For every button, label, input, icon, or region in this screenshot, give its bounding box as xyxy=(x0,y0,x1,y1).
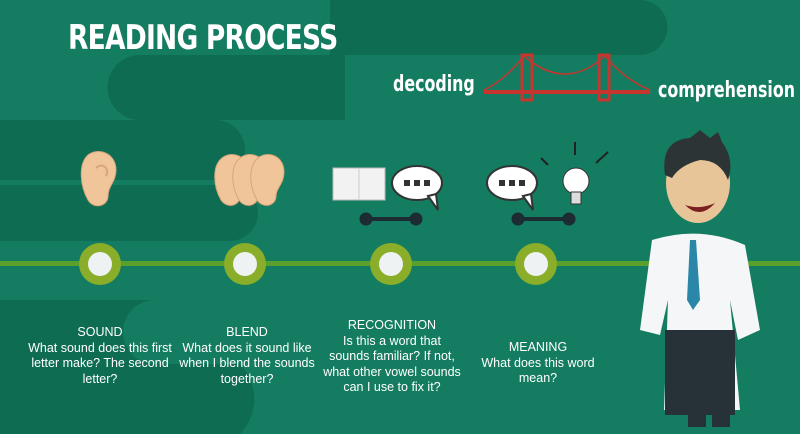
bridge-icon xyxy=(483,53,651,102)
character-illustration xyxy=(640,130,760,427)
timeline-node-recognition xyxy=(370,243,412,285)
connector-icon xyxy=(359,212,423,226)
timeline-node-meaning xyxy=(515,243,557,285)
step-heading: MEANING xyxy=(508,340,568,354)
step-text: What does this word mean? xyxy=(481,355,595,386)
step-text: What does it sound like when I blend the… xyxy=(179,340,315,386)
ear-icon xyxy=(80,151,117,207)
step-blend: BLEND What does it sound like when I ble… xyxy=(173,325,321,387)
page-title: READING PROCESS xyxy=(68,18,338,58)
step-text: What sound does this first letter make? … xyxy=(28,340,172,386)
step-heading: RECOGNITION xyxy=(347,318,437,332)
step-recognition: RECOGNITION Is this a word that sounds f… xyxy=(322,318,462,396)
step-sound: SOUND What sound does this first letter … xyxy=(25,325,175,387)
step-meaning: MEANING What does this word mean? xyxy=(478,340,598,387)
step-text: Is this a word that sounds familiar? If … xyxy=(323,333,461,395)
timeline-node-blend xyxy=(224,243,266,285)
speech-bubble-icon xyxy=(486,165,538,211)
connector-icon xyxy=(511,212,576,226)
step-heading: BLEND xyxy=(226,325,268,339)
comprehension-label: comprehension xyxy=(658,78,795,103)
timeline-node-sound xyxy=(79,243,121,285)
step-heading: SOUND xyxy=(77,325,123,339)
book-icon xyxy=(332,167,386,201)
decoding-label: decoding xyxy=(393,72,475,97)
speech-bubble-icon xyxy=(391,165,443,211)
lightbulb-icon xyxy=(540,142,609,205)
ears-icon xyxy=(214,154,285,206)
